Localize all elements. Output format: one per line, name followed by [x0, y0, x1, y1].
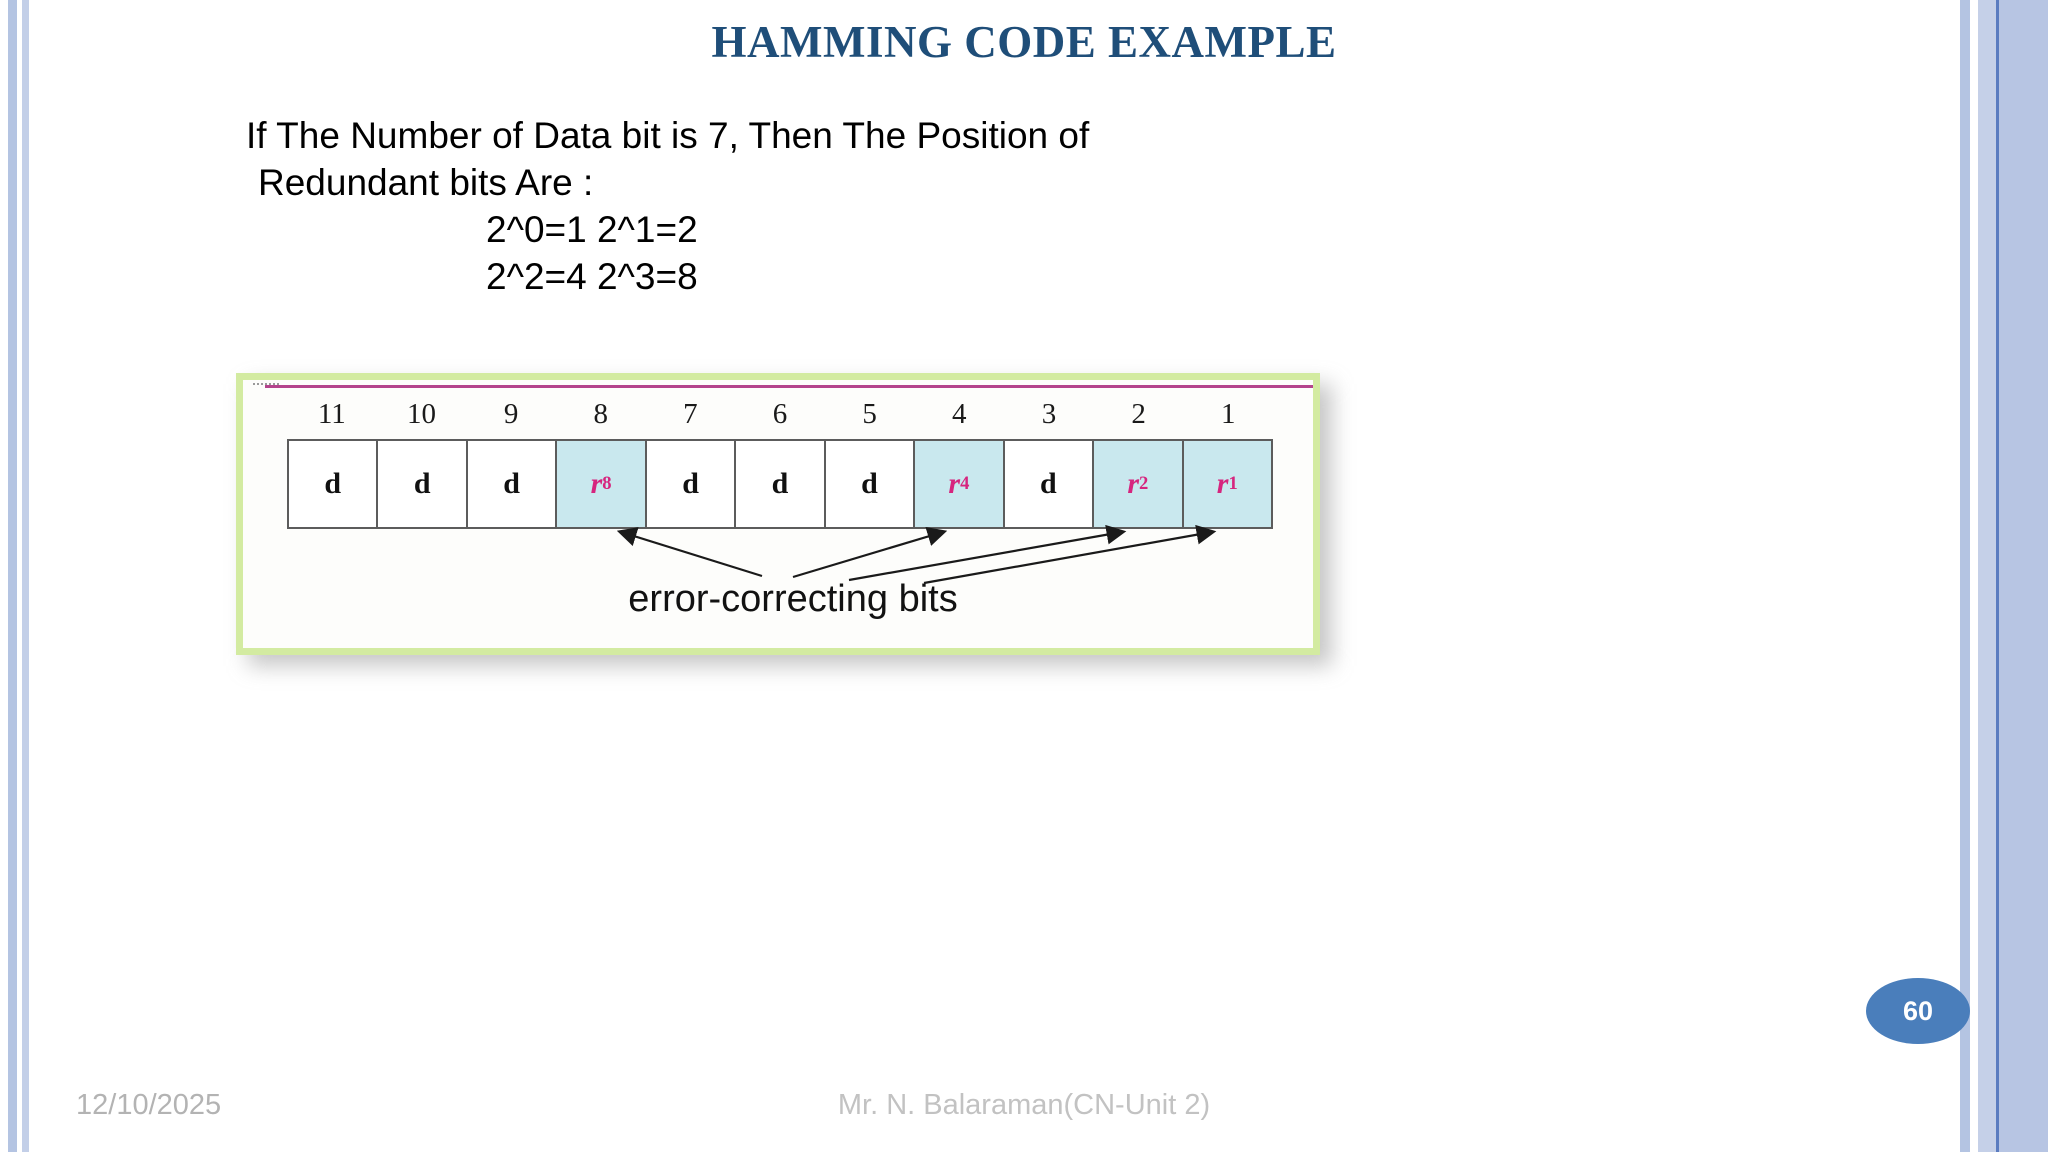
bit-cell-label: d: [682, 467, 699, 500]
body-line-4: 2^2=4 2^3=8: [486, 256, 698, 297]
bit-position-label: 6: [772, 398, 788, 430]
body-text-block: If The Number of Data bit is 7, Then The…: [246, 112, 1446, 300]
bit-position-label: 11: [317, 398, 346, 430]
error-correcting-bits-caption: error-correcting bits: [628, 578, 958, 620]
figure-top-rule: [265, 385, 1313, 388]
bit-position-label: 8: [593, 398, 608, 430]
right-border-rule: [1996, 0, 1999, 1152]
figure-corner-ticks-icon: [253, 383, 279, 391]
slide-right-border: [1958, 0, 2048, 1152]
bit-position-label: 3: [1041, 398, 1057, 430]
bit-position-label: 4: [952, 398, 967, 430]
bit-cell-label: d: [861, 467, 878, 500]
bit-cell-label: r: [1127, 467, 1139, 500]
body-line-2: Redundant bits Are :: [258, 162, 594, 203]
bit-position-label: 9: [503, 398, 519, 430]
slide-left-border: [0, 0, 40, 1152]
right-border-band-light: [1978, 0, 1996, 1152]
left-border-gap: [19, 0, 22, 1152]
data-bit-cell: d: [289, 441, 379, 527]
bit-cell-label: d: [324, 467, 342, 500]
bit-position-label: 5: [862, 398, 877, 430]
bit-cell-subscript: 4: [960, 473, 970, 494]
page-number-badge: 60: [1866, 978, 1970, 1044]
bit-cell-subscript: 2: [1139, 473, 1149, 494]
data-bit-cell: d: [646, 441, 737, 527]
data-bit-cell: d: [467, 441, 558, 527]
bit-cell-label: r: [948, 467, 961, 500]
right-border-stripe-thin: [1960, 0, 1970, 1152]
bit-cell-subscript: 8: [602, 473, 612, 494]
left-border-stripe-inner: [22, 0, 29, 1152]
bit-position-label: 2: [1131, 398, 1146, 430]
data-bit-cell: d: [378, 441, 468, 527]
footer-date: 12/10/2025: [76, 1089, 222, 1121]
bit-cell-label: d: [413, 467, 431, 500]
bit-cell-label: r: [590, 467, 603, 500]
bit-position-labels: 11 10 9 8 7 6 5 4 3 2 1: [287, 398, 1273, 438]
left-border-stripe-outer: [8, 0, 17, 1152]
footer-author: Mr. N. Balaraman(CN-Unit 2): [837, 1089, 1211, 1121]
bit-position-label: 1: [1220, 398, 1236, 430]
bit-position-label: 7: [683, 398, 698, 430]
data-bit-cell: d: [736, 441, 826, 527]
bit-cell-subscript: 1: [1228, 473, 1238, 494]
data-bit-cell: d: [825, 441, 916, 527]
bit-cell-label: d: [1040, 467, 1057, 500]
data-bit-cell: d: [1004, 441, 1095, 527]
body-line-1: If The Number of Data bit is 7, Then The…: [246, 115, 1090, 156]
bit-position-label: 10: [406, 398, 436, 430]
bit-cell-label: d: [771, 467, 789, 500]
body-line-3: 2^0=1 2^1=2: [486, 209, 698, 250]
bit-cell-label: r: [1216, 467, 1229, 500]
bit-cell-label: d: [503, 467, 520, 500]
page-title: HAMMING CODE EXAMPLE: [711, 17, 1337, 67]
